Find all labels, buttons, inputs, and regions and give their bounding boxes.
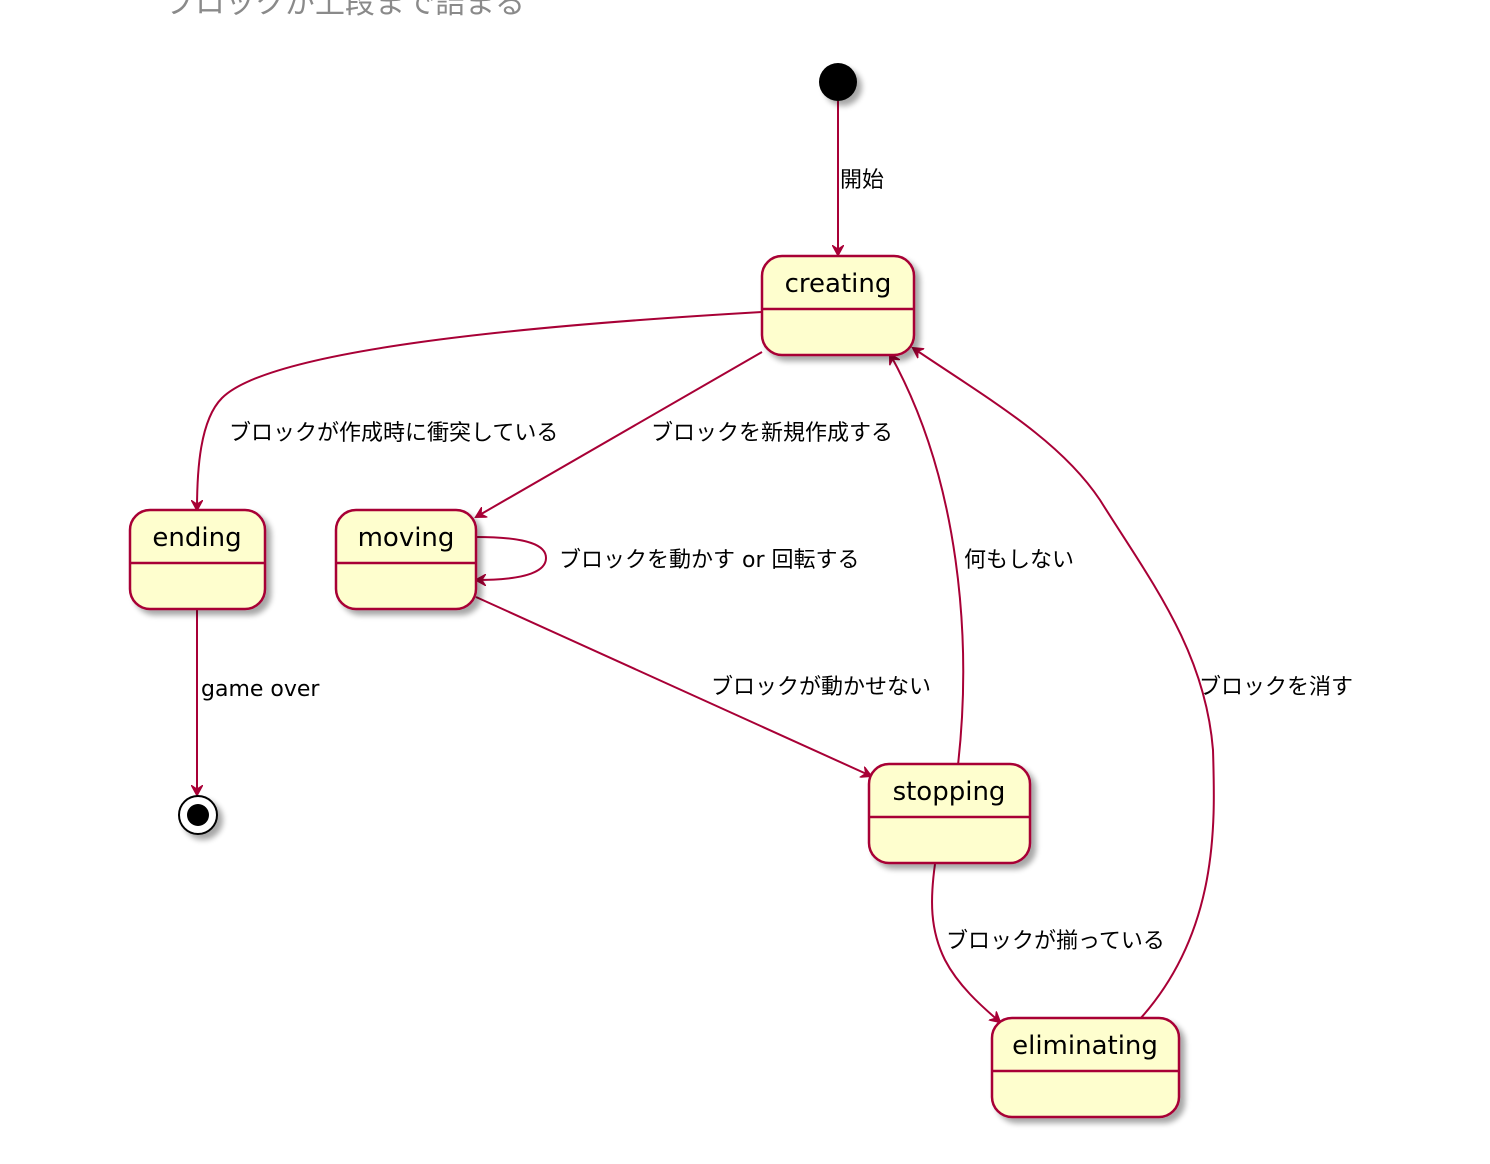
state-stopping: stopping (867, 762, 1032, 865)
label-erase: ブロックを消す (1199, 675, 1353, 700)
edge-moving-self-loop (476, 536, 548, 580)
label-collision: ブロックが作成時に衝突している (229, 421, 558, 446)
label-move-rotate: ブロックを動かす or 回転する (559, 548, 860, 573)
label-game-over: game over (201, 677, 320, 702)
edge-creating-to-moving (476, 351, 763, 517)
label-aligned: ブロックが揃っている (946, 929, 1165, 954)
initial-node (819, 63, 857, 101)
final-node (178, 795, 218, 835)
label-do-nothing: 何もしない (964, 548, 1074, 573)
edge-creating-to-ending (197, 311, 763, 510)
edge-moving-to-stopping (475, 596, 871, 776)
state-creating: creating (760, 254, 916, 357)
state-stopping-name: stopping (893, 777, 1006, 807)
state-eliminating-name: eliminating (1012, 1031, 1158, 1061)
edge-stopping-to-creating (890, 354, 965, 766)
state-ending-name: ending (152, 523, 241, 553)
edge-stopping-to-eliminating (931, 863, 1000, 1022)
state-moving: moving (334, 508, 478, 611)
page-caption: ブロックが上段まで詰まる (165, 0, 525, 21)
edges (197, 101, 1215, 1022)
edge-eliminating-to-creating (913, 348, 1215, 1020)
state-creating-name: creating (785, 269, 892, 299)
state-eliminating: eliminating (990, 1016, 1181, 1119)
label-cannot-move: ブロックが動かせない (711, 675, 931, 700)
label-new-block: ブロックを新規作成する (651, 421, 893, 446)
state-ending: ending (128, 508, 267, 611)
edge-labels: 開始 ブロックが作成時に衝突している ブロックを新規作成する ブロックを動かす … (201, 168, 1353, 954)
state-moving-name: moving (358, 523, 455, 553)
label-start: 開始 (840, 168, 884, 193)
